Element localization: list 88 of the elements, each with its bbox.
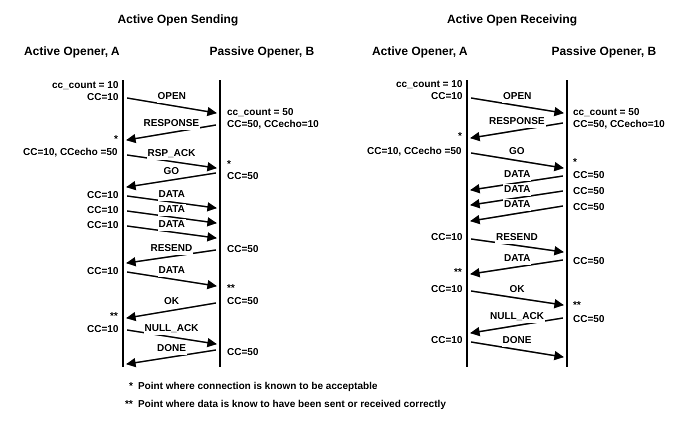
edge-label: NULL_ACK — [489, 311, 545, 323]
footnote-mark: ** — [227, 283, 235, 295]
state-annotation: CC=10 — [431, 232, 462, 244]
edge-label: DATA — [503, 199, 532, 211]
state-annotation: CC=10, CCecho =50 — [23, 147, 118, 159]
state-annotation: CC=50 — [227, 296, 258, 308]
message-arrow — [470, 190, 564, 208]
edge-label: OPEN — [502, 91, 532, 103]
edge-label: DATA — [503, 169, 532, 181]
message-arrow — [126, 329, 217, 348]
message-arrow — [470, 341, 564, 360]
message-arrow — [126, 124, 216, 144]
edge-label: RESEND — [495, 232, 539, 244]
footnote-mark: ** — [573, 300, 581, 312]
edge-label: RSP_ACK — [146, 148, 196, 160]
footnote-mark: * — [458, 131, 462, 143]
state-annotation: CC=10 — [87, 324, 118, 336]
edge-label: RESPONSE — [488, 116, 546, 128]
edge-label: DATA — [158, 189, 186, 201]
edge-label: DONE — [502, 335, 532, 347]
state-annotation: CC=10 — [431, 284, 462, 296]
message-arrow — [126, 349, 216, 368]
edge-label: DATA — [503, 253, 532, 265]
message-arrow — [126, 271, 217, 290]
message-arrow — [126, 249, 216, 266]
state-annotation: CC=10 — [87, 205, 118, 217]
state-annotation: CC=50 — [227, 347, 258, 359]
participant-label: Passive Opener, B — [552, 44, 656, 58]
message-arrow — [470, 152, 564, 172]
footnote-mark: * — [114, 134, 118, 146]
participant-label: Active Opener, A — [372, 44, 468, 58]
edge-label: DATA — [158, 265, 186, 277]
state-annotation: CC=50, CCecho=10 — [227, 119, 319, 131]
panel-title: Active Open Sending — [118, 12, 238, 26]
message-arrow — [470, 317, 564, 336]
state-annotation: CC=10 — [87, 266, 118, 278]
footnote-mark: ** — [125, 399, 133, 411]
message-arrow — [126, 172, 216, 190]
state-annotation: CC=50 — [573, 170, 604, 182]
panel-title: Active Open Receiving — [447, 12, 578, 26]
footnote-mark: ** — [454, 267, 462, 279]
state-annotation: CC=10 — [87, 190, 118, 202]
message-arrow — [470, 175, 564, 194]
state-annotation: CC=10 — [431, 91, 462, 103]
message-arrow — [470, 97, 564, 116]
state-annotation: cc_count = 10 — [396, 79, 462, 91]
participant-label: Passive Opener, B — [210, 44, 314, 58]
state-annotation: CC=10 — [87, 220, 118, 232]
message-arrow — [470, 259, 564, 278]
state-annotation: cc_count = 50 — [573, 107, 640, 119]
state-annotation: CC=50, CCecho=10 — [573, 119, 665, 131]
message-arrow — [470, 290, 564, 308]
state-annotation: CC=50 — [573, 256, 604, 268]
edge-label: GO — [162, 166, 180, 178]
legend-text: Point where connection is known to be acceptable — [138, 381, 378, 393]
message-arrow — [126, 154, 217, 172]
message-arrow — [470, 238, 564, 256]
participant-label: Active Opener, A — [24, 44, 120, 58]
state-annotation: CC=50 — [573, 202, 604, 214]
state-annotation: CC=10 — [431, 335, 462, 347]
message-arrow — [470, 205, 564, 224]
edge-label: DATA — [158, 219, 186, 231]
message-arrow — [126, 302, 216, 322]
footnote-mark: ** — [110, 311, 118, 323]
state-annotation: CC=10 — [87, 92, 118, 104]
edge-label: NULL_ACK — [144, 323, 200, 335]
message-arrow — [126, 210, 217, 227]
edge-label: DATA — [503, 184, 532, 196]
legend-text: Point where data is know to have been sent or received correctly — [138, 399, 446, 411]
message-arrow — [470, 122, 564, 142]
state-annotation: cc_count = 50 — [227, 107, 294, 119]
edge-label: RESEND — [150, 243, 194, 255]
state-annotation: CC=10, CCecho =50 — [367, 146, 462, 158]
edge-label: DONE — [156, 343, 187, 355]
state-annotation: cc_count = 10 — [52, 80, 118, 92]
state-annotation: CC=50 — [227, 171, 258, 183]
state-annotation: CC=50 — [573, 314, 604, 326]
footnote-mark: * — [573, 157, 577, 169]
footnote-mark: * — [129, 381, 133, 393]
state-annotation: CC=50 — [227, 244, 258, 256]
message-arrow — [126, 195, 217, 212]
message-arrow — [126, 97, 217, 116]
edge-label: DATA — [158, 204, 186, 216]
edge-label: RESPONSE — [142, 118, 200, 130]
message-arrow — [126, 225, 217, 242]
footnote-mark: * — [227, 159, 231, 171]
edge-label: OPEN — [156, 91, 187, 103]
state-annotation: CC=50 — [573, 186, 604, 198]
